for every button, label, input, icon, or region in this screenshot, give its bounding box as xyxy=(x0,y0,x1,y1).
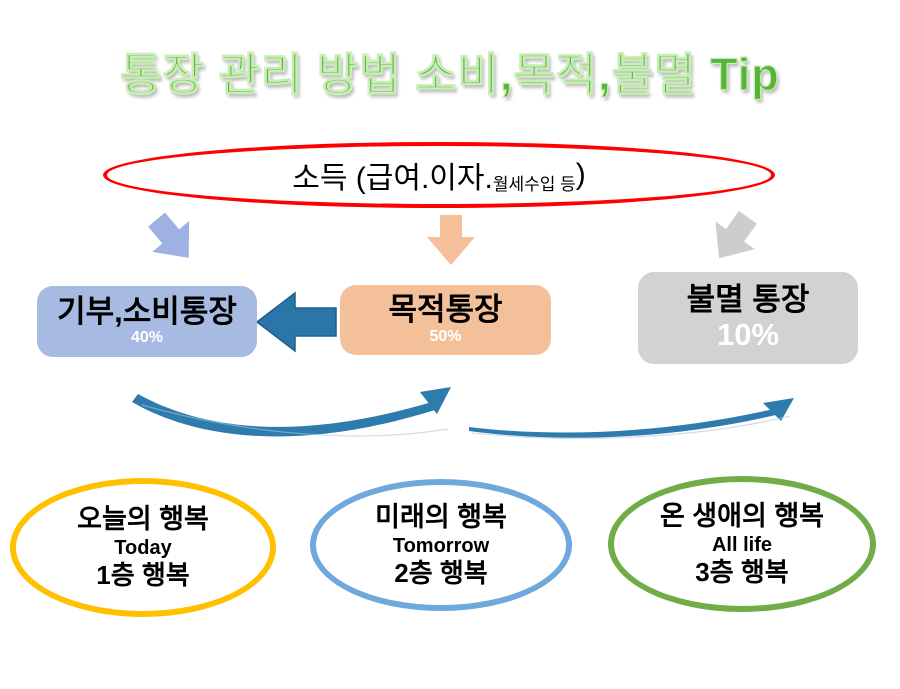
down-arrow-middle-icon xyxy=(427,215,475,265)
happiness-ellipse-today: 오늘의 행복 Today 1층 행복 xyxy=(10,478,276,617)
happiness-line2: All life xyxy=(711,533,772,556)
transfer-left-arrow-icon xyxy=(255,291,337,353)
account-percent: 50% xyxy=(429,327,462,345)
account-name: 불멸 통장 xyxy=(686,281,810,317)
happiness-line3: 2층 행복 xyxy=(394,557,488,588)
page-title: 통장 관리 방법 소비,목적,불멸 Tip xyxy=(120,48,780,100)
account-percent: 10% xyxy=(716,317,780,353)
income-label-small: 월세수입 등 xyxy=(492,175,576,194)
account-percent: 40% xyxy=(130,329,164,347)
account-box-donation-consumption: 기부,소비통장 40% xyxy=(37,286,257,357)
happiness-line2: Today xyxy=(114,537,172,560)
happiness-line1: 오늘의 행복 xyxy=(77,504,209,535)
income-ellipse: 소득 (급여.이자. 월세수입 등 ) xyxy=(103,142,775,208)
down-arrow-left-icon xyxy=(148,212,190,258)
happiness-line1: 미래의 행복 xyxy=(375,501,507,532)
happiness-line2: Tomorrow xyxy=(392,534,490,557)
swoosh-arrow-left-icon xyxy=(132,387,451,437)
income-label-close: ) xyxy=(575,158,586,191)
account-name: 목적통장 xyxy=(388,292,503,328)
happiness-ellipse-tomorrow: 미래의 행복 Tomorrow 2층 행복 xyxy=(310,479,572,611)
account-name: 기부,소비통장 xyxy=(57,293,237,329)
income-label-main: 소득 (급여.이자. xyxy=(292,162,493,195)
happiness-ellipse-all-life: 온 생애의 행복 All life 3층 행복 xyxy=(608,476,876,612)
account-box-immortal: 불멸 통장 10% xyxy=(638,272,858,364)
down-arrow-right-icon xyxy=(715,211,757,259)
happiness-line1: 온 생애의 행복 xyxy=(659,500,825,531)
happiness-line3: 1층 행복 xyxy=(96,560,190,591)
account-box-purpose: 목적통장 50% xyxy=(340,285,551,355)
happiness-line3: 3층 행복 xyxy=(695,556,789,587)
swoosh-arrow-right-icon xyxy=(469,398,794,440)
